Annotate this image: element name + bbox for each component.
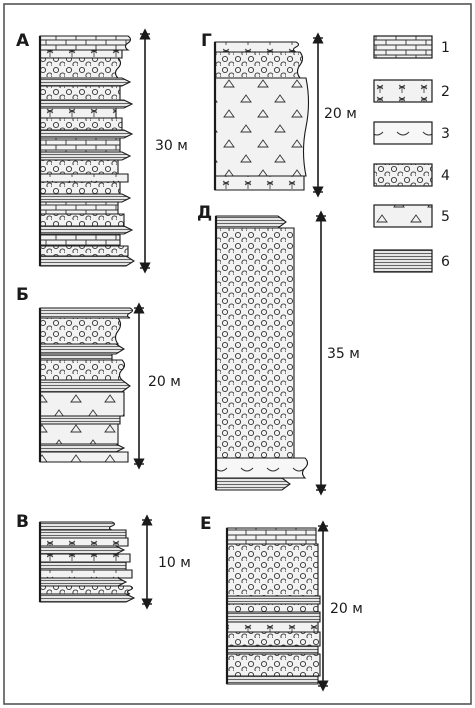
col-V-layer-1 bbox=[39, 521, 116, 531]
column-e bbox=[225, 520, 329, 692]
column-e-thickness: 20 м bbox=[330, 601, 363, 617]
col-B-layer-1 bbox=[39, 307, 134, 319]
col-V-layer-8 bbox=[39, 577, 128, 587]
col-A-layer-1 bbox=[39, 35, 132, 51]
col-B-layer-8 bbox=[39, 415, 121, 425]
column-b bbox=[38, 302, 145, 470]
legend-swatch-3 bbox=[373, 121, 433, 145]
col-A-layer-21 bbox=[39, 255, 136, 267]
col-B-layer-10 bbox=[39, 443, 126, 453]
col-A-layer-2 bbox=[39, 49, 123, 59]
col-V-layer-3 bbox=[39, 537, 129, 547]
col-V-layer-6 bbox=[39, 561, 127, 571]
col-B-layer-4 bbox=[39, 353, 113, 361]
col-A-layer-12 bbox=[39, 159, 119, 175]
col-D-layer-4 bbox=[215, 477, 291, 491]
column-d-letter: Д bbox=[197, 203, 212, 223]
col-V-layer-10 bbox=[39, 593, 136, 603]
col-B-layer-6 bbox=[39, 379, 131, 393]
legend-swatch-2 bbox=[373, 79, 433, 103]
col-A-layer-11 bbox=[39, 151, 132, 161]
col-B-layer-3 bbox=[39, 343, 126, 355]
col-A-layer-17 bbox=[39, 213, 125, 227]
column-g-thickness: 20 м bbox=[324, 106, 357, 122]
legend-number-5: 5 bbox=[441, 209, 450, 225]
col-A-layer-19 bbox=[39, 233, 121, 247]
column-d-thickness: 35 м bbox=[327, 346, 360, 362]
col-E-layer-2 bbox=[226, 543, 319, 597]
col-E-layer-9 bbox=[226, 653, 321, 677]
column-b-letter: Б bbox=[16, 285, 29, 305]
col-E-layer-6 bbox=[226, 621, 319, 633]
legend-number-6: 6 bbox=[441, 254, 450, 270]
col-A-layer-10 bbox=[39, 137, 121, 153]
col-A-layer-20 bbox=[39, 245, 129, 257]
col-A-layer-4 bbox=[39, 77, 132, 87]
column-g-letter: Г bbox=[201, 31, 212, 51]
col-V-layer-9 bbox=[39, 585, 134, 595]
column-d bbox=[214, 210, 327, 496]
col-B-layer-7 bbox=[39, 391, 125, 417]
col-G-layer-4 bbox=[214, 175, 305, 191]
column-v-letter: В bbox=[16, 512, 29, 532]
column-g bbox=[213, 32, 324, 198]
col-D-layer-3 bbox=[215, 457, 309, 479]
figure-frame bbox=[3, 3, 472, 705]
col-B-layer-2 bbox=[39, 317, 122, 345]
legend-number-2: 2 bbox=[441, 84, 450, 100]
col-A-layer-15 bbox=[39, 193, 132, 203]
col-G-layer-3 bbox=[214, 77, 310, 177]
legend-number-1: 1 bbox=[441, 40, 450, 56]
col-A-layer-7 bbox=[39, 107, 117, 119]
legend-number-3: 3 bbox=[441, 126, 450, 142]
col-V-layer-7 bbox=[39, 569, 133, 579]
legend-swatch-6 bbox=[373, 249, 433, 273]
col-A-layer-8 bbox=[39, 117, 123, 131]
legend-swatch-5 bbox=[373, 204, 433, 228]
legend bbox=[373, 35, 433, 273]
column-v bbox=[38, 514, 153, 610]
col-D-layer-2 bbox=[215, 227, 295, 459]
legend-swatch-1 bbox=[373, 35, 433, 59]
col-A-layer-16 bbox=[39, 201, 119, 215]
col-V-layer-5 bbox=[39, 553, 131, 563]
col-A-layer-18 bbox=[39, 225, 134, 235]
col-E-layer-4 bbox=[226, 603, 319, 613]
column-e-letter: Е bbox=[200, 514, 212, 534]
col-E-layer-3 bbox=[226, 595, 321, 605]
column-v-thickness: 10 м bbox=[158, 555, 191, 571]
col-A-layer-5 bbox=[39, 85, 121, 101]
col-E-layer-5 bbox=[226, 611, 321, 623]
column-b-thickness: 20 м bbox=[148, 374, 181, 390]
col-B-layer-11 bbox=[39, 451, 129, 463]
column-a-thickness: 30 м bbox=[155, 138, 188, 154]
legend-swatch-4 bbox=[373, 163, 433, 187]
col-A-layer-13 bbox=[39, 173, 129, 183]
col-V-layer-2 bbox=[39, 529, 127, 539]
col-E-layer-7 bbox=[226, 631, 321, 647]
col-E-layer-8 bbox=[226, 645, 319, 655]
col-B-layer-5 bbox=[39, 359, 126, 381]
col-D-layer-1 bbox=[215, 215, 287, 229]
col-G-layer-2 bbox=[214, 51, 304, 79]
col-V-layer-4 bbox=[39, 545, 126, 555]
col-A-layer-6 bbox=[39, 99, 134, 109]
col-A-layer-3 bbox=[39, 57, 122, 79]
col-E-layer-10 bbox=[226, 675, 319, 685]
legend-number-4: 4 bbox=[441, 168, 450, 184]
column-a-letter: А bbox=[16, 31, 30, 51]
col-B-layer-9 bbox=[39, 423, 119, 445]
col-G-layer-1 bbox=[214, 41, 300, 53]
col-E-layer-1 bbox=[226, 527, 317, 545]
col-A-layer-9 bbox=[39, 129, 134, 139]
col-A-layer-14 bbox=[39, 181, 121, 195]
column-a bbox=[38, 28, 151, 274]
